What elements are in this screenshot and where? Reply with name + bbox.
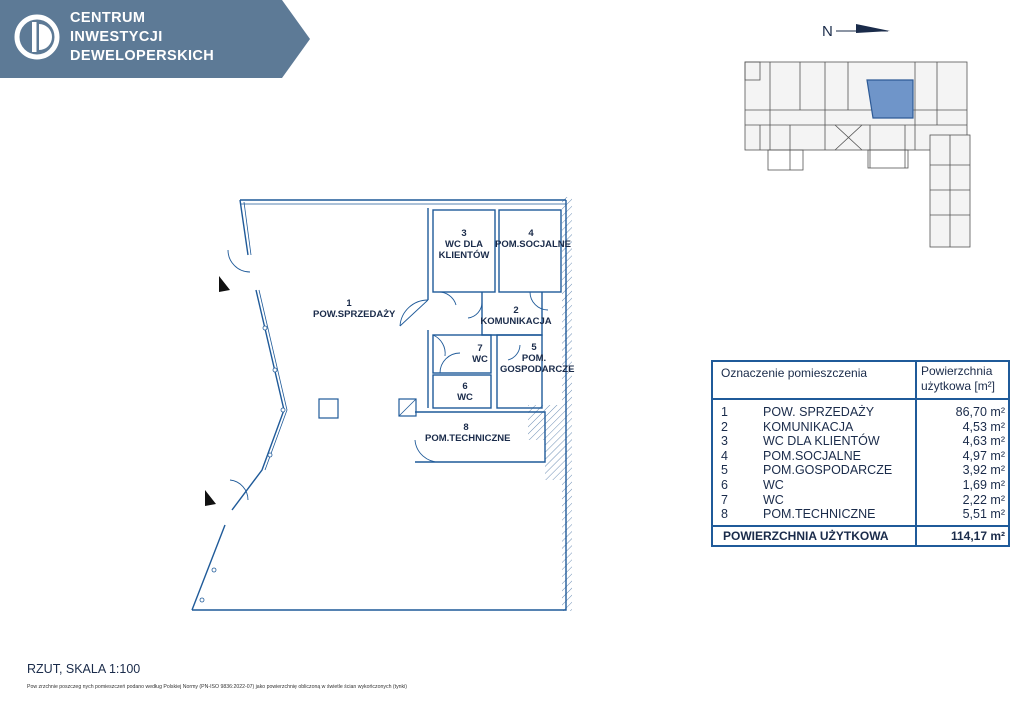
legend-row-name: KOMUNIKACJA xyxy=(763,419,854,434)
brand-banner: CENTRUM INWESTYCJI DEWELOPERSKICH xyxy=(0,0,310,78)
room-4-walls xyxy=(498,209,562,293)
room-label-3: 3 WC DLA KLIENTÓW xyxy=(434,228,494,261)
area-legend-table: Oznaczenie pomieszczenia Powierzchnia uż… xyxy=(711,360,1010,547)
legend-room-names: 1 POW. SPRZEDAŻY 2 KOMUNIKACJA 3 WC DLA KLI… xyxy=(713,400,917,525)
room-7-name: WC xyxy=(472,354,488,365)
legend-row-number: 5 xyxy=(721,463,728,478)
legend-row-number: 4 xyxy=(721,448,728,463)
footnote: Pow zrzchnie poszczeg nych pomieszczeń p… xyxy=(27,684,408,690)
legend-row-name: WC xyxy=(763,492,784,507)
legend-header: Oznaczenie pomieszczenia Powierzchnia uż… xyxy=(713,362,1008,400)
wall-right-bottom xyxy=(192,200,567,611)
legend-row-number: 8 xyxy=(721,507,728,522)
legend-row-area: 86,70 m² xyxy=(955,405,1005,419)
brand-line-2: INWESTYCJI xyxy=(70,29,163,45)
banner-shape xyxy=(0,0,310,78)
room-5-number: 5 xyxy=(531,342,537,353)
room-8-walls xyxy=(415,411,546,463)
door-swings xyxy=(227,249,549,501)
room-label-1: 1 POW.SPRZEDAŻY xyxy=(313,298,396,320)
brand-line-1: CENTRUM xyxy=(70,10,146,26)
room-4-number: 4 xyxy=(528,228,534,239)
facade-middle xyxy=(231,289,285,511)
legend-row-area: 2,22 m² xyxy=(962,492,1005,507)
legend-row-area: 3,92 m² xyxy=(962,463,1005,478)
legend-row-name: POM.GOSPODARCZE xyxy=(763,463,893,478)
room-2-number: 2 xyxy=(513,305,519,316)
legend-row-number: 7 xyxy=(721,492,728,507)
room-1-name: POW.SPRZEDAŻY xyxy=(313,309,396,320)
legend-total-row: POWIERZCHNIA UŻYTKOWA 114,17 m² xyxy=(713,526,1008,545)
room-5-name-line-2: GOSPODARCZE xyxy=(500,364,575,375)
legend-row: 2 KOMUNIKACJA xyxy=(713,420,915,435)
legend-row: 1 POW. SPRZEDAŻY xyxy=(713,405,915,420)
scale-caption: RZUT, SKALA 1:100 xyxy=(27,662,141,676)
facade-markers xyxy=(199,325,286,603)
room-3-name-line-2: KLIENTÓW xyxy=(438,250,490,261)
room-label-2: 2 KOMUNIKACJA xyxy=(478,305,554,327)
legend-row: 3 WC DLA KLIENTÓW xyxy=(713,434,915,449)
legend-room-areas: 86,70 m² 4,53 m² 4,63 m² 4,97 m² 3,92 m²… xyxy=(917,400,1008,525)
room-6-walls xyxy=(432,374,492,409)
room-5-name-line-1: POM. xyxy=(521,353,547,364)
legend-row-area: 5,51 m² xyxy=(962,507,1005,522)
room-label-8: 8 POM.TECHNICZNE xyxy=(425,422,511,444)
legend-row-area: 4,97 m² xyxy=(962,448,1005,463)
legend-row: 8 POM.TECHNICZNE xyxy=(713,507,915,522)
room-label-5: 5 POM. GOSPODARCZE xyxy=(500,342,575,375)
brand-logo-icon xyxy=(14,14,60,60)
room-2-walls xyxy=(481,292,543,336)
legend-row-number: 6 xyxy=(721,477,728,492)
legend-row-area: 4,53 m² xyxy=(962,419,1005,434)
legend-row-name: POW. SPRZEDAŻY xyxy=(763,405,875,419)
legend-body: 1 POW. SPRZEDAŻY 2 KOMUNIKACJA 3 WC DLA KLI… xyxy=(713,400,1008,527)
legend-header-area: Powierzchnia użytkowa [m²] xyxy=(917,362,1008,398)
room-4-name: POM.SOCJALNE xyxy=(495,239,572,250)
room-3-name-line-1: WC DLA xyxy=(445,239,483,250)
legend-row: 6 WC xyxy=(713,478,915,493)
column xyxy=(318,398,339,419)
room-6-number: 6 xyxy=(462,381,468,392)
legend-row-area: 1,69 m² xyxy=(962,477,1005,492)
legend-header-name: Oznaczenie pomieszczenia xyxy=(713,362,917,398)
room-7-number: 7 xyxy=(477,343,483,354)
legend-row: 7 WC xyxy=(713,493,915,508)
brand-name: CENTRUM INWESTYCJI DEWELOPERSKICH xyxy=(70,9,214,66)
legend-total-label: POWIERZCHNIA UŻYTKOWA xyxy=(713,526,917,545)
facade-lower xyxy=(191,524,226,611)
room-7-walls xyxy=(432,334,492,374)
legend-total-value: 114,17 m² xyxy=(950,528,1005,543)
legend-header-area-line-2: użytkowa [m²] xyxy=(921,379,996,393)
entrance-arrow-icon xyxy=(205,490,216,506)
room-8-name: POM.TECHNICZNE xyxy=(425,433,511,444)
legend-row-number: 3 xyxy=(721,434,728,449)
room-3-walls xyxy=(432,209,496,293)
room-3-number: 3 xyxy=(461,228,467,239)
room-label-6: 6 WC xyxy=(450,381,480,403)
room-label-7: 7 WC xyxy=(465,343,495,365)
hatched-wall-right xyxy=(562,197,572,611)
room-6-name: WC xyxy=(457,392,473,403)
legend-row-number: 2 xyxy=(721,419,728,434)
entrance-arrow-icon xyxy=(219,276,230,292)
legend-row-number: 1 xyxy=(721,405,728,419)
shaft xyxy=(398,398,417,417)
brand-line-3: DEWELOPERSKICH xyxy=(70,48,215,64)
room-1-number: 1 xyxy=(346,298,352,309)
room-2-name: KOMUNIKACJA xyxy=(480,316,552,327)
legend-row: 5 POM.GOSPODARCZE xyxy=(713,463,915,478)
room-label-4: 4 POM.SOCJALNE xyxy=(495,228,572,250)
legend-row-name: POM.SOCJALNE xyxy=(763,448,861,463)
legend-row: 4 POM.SOCJALNE xyxy=(713,449,915,464)
legend-row-name: WC xyxy=(763,477,784,492)
legend-row-name: WC DLA KLIENTÓW xyxy=(763,434,880,449)
legend-header-area-line-1: Powierzchnia xyxy=(921,364,993,378)
legend-row-area: 4,63 m² xyxy=(962,434,1005,449)
room-8-number: 8 xyxy=(463,422,469,433)
legend-row-name: POM.TECHNICZNE xyxy=(763,507,876,522)
facade-upper xyxy=(239,199,249,256)
